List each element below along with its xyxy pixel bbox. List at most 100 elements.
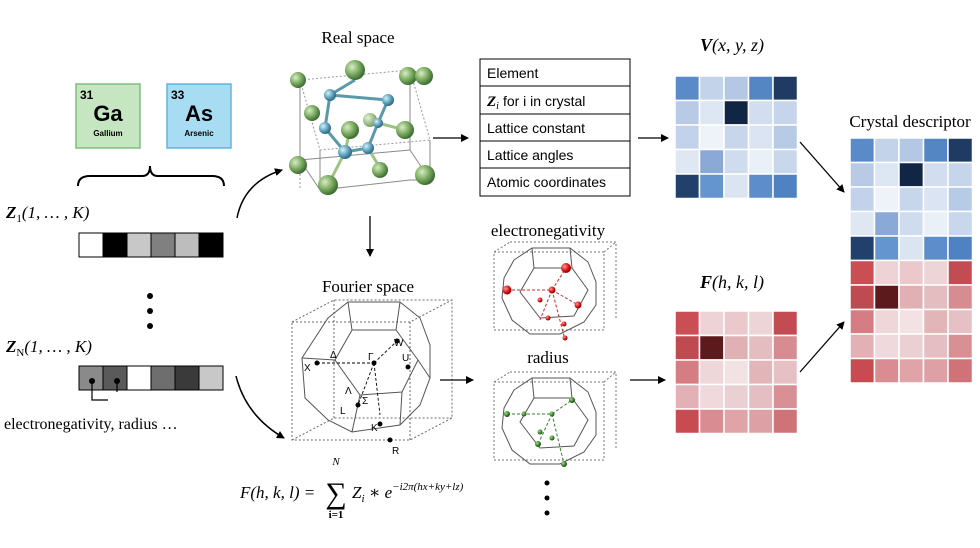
matrix-cell [947,284,974,311]
matrix-cell [674,310,701,337]
formula-lhs: F(h, k, l) = [239,483,315,502]
matrix-cell [698,99,725,126]
matrix-cell [674,75,701,102]
bz-point-sigma: Σ [362,396,368,407]
element-name: Gallium [93,129,122,138]
element-symbol: As [185,101,213,126]
matrix-cell [898,186,925,213]
matrix-cell [898,333,925,360]
matrix-cell [747,408,774,435]
matrix-cell [849,210,876,237]
f-label: F(h, k, l) [699,272,764,293]
matrix-cell [922,333,949,360]
matrix-cell [747,75,774,102]
matrix-cell [947,235,974,262]
vector-cell [174,365,200,391]
v-label: V(x, y, z) [700,35,764,56]
formula-sigma: ∑ [325,477,346,510]
matrix-cell [922,308,949,335]
matrix-cell [849,333,876,360]
bz-point-x: X [304,363,311,374]
matrix-cell [747,383,774,410]
matrix-cell [772,383,799,410]
vector-cell [198,232,224,258]
radius-title: radius [527,348,569,367]
bz-point-k: K [371,423,378,434]
matrix-cell [873,137,900,164]
element-tile-as: 33 As Arsenic [166,83,232,149]
matrix-cell [849,137,876,164]
matrix-cell [873,235,900,262]
matrix-cell [898,210,925,237]
element-tile-ga: 31 Ga Gallium [75,83,141,149]
matrix-cell [747,148,774,175]
matrix-cell [772,99,799,126]
matrix-cell [947,210,974,237]
matrix-cell [723,173,750,200]
matrix-cell [849,284,876,311]
matrix-cell [922,186,949,213]
matrix-cell [947,259,974,286]
matrix-cell [674,173,701,200]
element-number: 33 [171,88,185,102]
radius-bz [493,371,617,467]
matrix-cell [873,259,900,286]
properties-label: electronegativity, radius … [4,416,178,433]
vector-cell [102,365,128,391]
fourier-formula: F(h, k, l) = N ∑ i=1 Zi ∗ e−i2π(hx+ky+lz… [239,456,464,521]
brillouin-zone: X Δ W U Γ Λ Σ L K R [291,299,453,457]
formula-sum-bottom: i=1 [329,509,344,521]
matrix-cell [698,408,725,435]
table-row-element: Element [487,65,538,81]
vertical-ellipsis-right [544,480,550,516]
matrix-cell [947,161,974,188]
matrix-cell [922,210,949,237]
matrix-cell [873,357,900,384]
matrix-cell [674,359,701,386]
matrix-cell [698,148,725,175]
f-matrix [674,310,799,435]
bz-point-l: L [340,406,346,417]
element-symbol: Ga [93,101,123,126]
matrix-cell [947,333,974,360]
matrix-cell [873,186,900,213]
element-name: Arsenic [184,129,214,138]
matrix-cell [947,308,974,335]
formula-term: Zi ∗ e−i2π(hx+ky+lz) [352,481,464,505]
curly-brace [77,165,225,187]
matrix-cell [772,408,799,435]
vertical-ellipsis-left [147,293,153,329]
zn-label: ZN(1, … , K) [5,337,92,359]
matrix-cell [849,235,876,262]
vector-cell [102,232,128,258]
matrix-cell [723,334,750,361]
matrix-cell [674,383,701,410]
matrix-cell [723,359,750,386]
matrix-cell [849,357,876,384]
matrix-cell [947,357,974,384]
matrix-cell [772,124,799,151]
matrix-cell [772,359,799,386]
vector-cell [78,232,104,258]
matrix-cell [723,408,750,435]
matrix-cell [772,173,799,200]
bz-point-delta: Δ [330,350,337,361]
matrix-cell [849,259,876,286]
formula-sum-top: N [331,456,340,468]
matrix-cell [698,359,725,386]
matrix-cell [747,173,774,200]
matrix-cell [898,357,925,384]
matrix-cell [873,161,900,188]
vector-cell [174,232,200,258]
matrix-cell [947,137,974,164]
matrix-cell [873,308,900,335]
matrix-cell [772,310,799,337]
matrix-cell [698,75,725,102]
matrix-cell [723,310,750,337]
matrix-cell [922,161,949,188]
bz-point-lambda: Λ [345,386,352,397]
electronegativity-bz [493,241,617,341]
matrix-cell [747,359,774,386]
